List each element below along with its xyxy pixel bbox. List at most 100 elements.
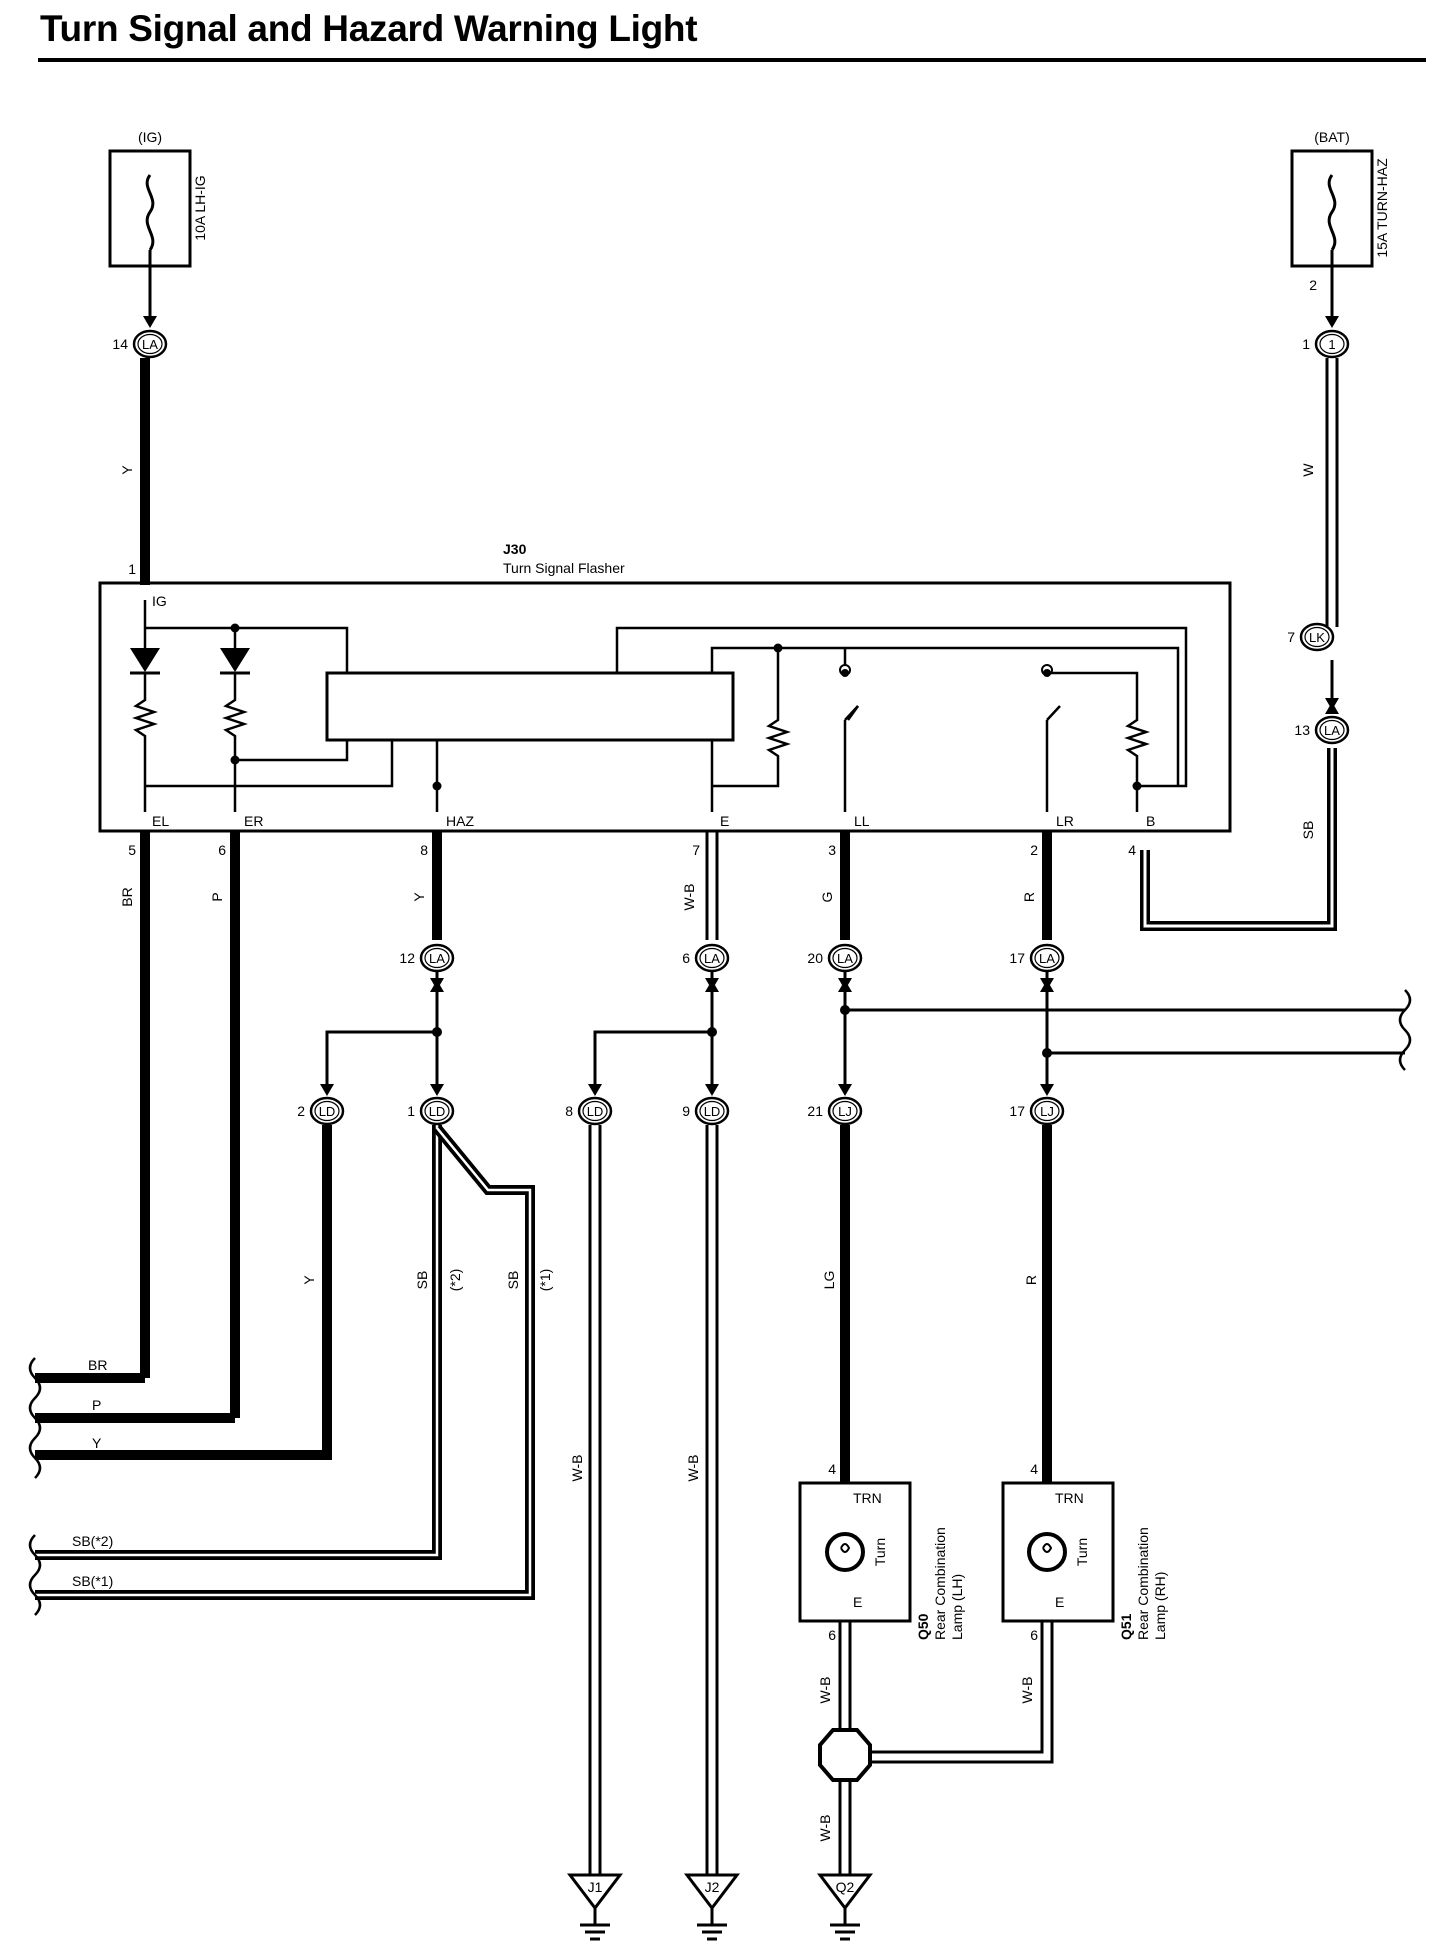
title-rule <box>38 58 1426 62</box>
connector-pin: 8 <box>565 1103 573 1119</box>
wire-label-q51-e: W-B <box>1019 1677 1035 1704</box>
wire-label-ig: Y <box>119 465 135 475</box>
wire-label-er: P <box>209 892 225 901</box>
connector-label: LD <box>704 1104 721 1119</box>
fuse-bat-name: 15A TURN-HAZ <box>1374 158 1390 258</box>
lamp-q51-pin-top: 4 <box>1030 1461 1038 1477</box>
wire-label-ld2: Y <box>301 1275 317 1285</box>
pin-e-label: E <box>720 813 729 829</box>
connector-label: LD <box>429 1104 446 1119</box>
lamp-q50-term-top: TRN <box>853 1490 882 1506</box>
pin-ll-num: 3 <box>828 842 836 858</box>
ground-j2 <box>683 1873 741 1941</box>
offpage-br: BR <box>88 1357 107 1373</box>
pin-ll-label: LL <box>854 813 870 829</box>
connector-label: LK <box>1309 630 1325 645</box>
pin-lr-num: 2 <box>1030 842 1038 858</box>
connector-ld-2: LD2 <box>297 1096 345 1126</box>
connector-lj-21: LJ 21 <box>807 1096 863 1126</box>
pin-e-num: 7 <box>692 842 700 858</box>
flasher-code: J30 <box>503 541 527 557</box>
flasher-name: Turn Signal Flasher <box>503 560 625 576</box>
wire-label-ld1-1-note: (*1) <box>537 1269 553 1292</box>
pin-haz-num: 8 <box>420 842 428 858</box>
fuse-bat-source: (BAT) <box>1314 129 1350 145</box>
connector-label: LA <box>1324 723 1340 738</box>
wire-label-ld1-2-note: (*2) <box>447 1269 463 1292</box>
fuse-ig-element <box>145 174 155 251</box>
connector-label: LD <box>319 1104 336 1119</box>
connector-1-1: 11 <box>1302 329 1350 359</box>
connector-ld-1: LD1 <box>407 1096 455 1126</box>
arrow-ig <box>143 316 157 328</box>
offpage-p: P <box>92 1397 101 1413</box>
connector-label: LJ <box>1040 1104 1054 1119</box>
connector-la-14: LA 14 <box>112 329 168 359</box>
wire-label-el: BR <box>119 887 135 906</box>
fuse-bat-element <box>1327 174 1337 251</box>
wire-ld1-1 <box>35 1124 535 1600</box>
connector-la-6: LA6 <box>682 943 730 973</box>
connector-pin: 1 <box>1302 336 1310 352</box>
connector-pin: 20 <box>807 950 823 966</box>
page-title: Turn Signal and Hazard Warning Light <box>40 8 698 49</box>
wire-label-ld8: W-B <box>569 1455 585 1482</box>
connector-label: LD <box>587 1104 604 1119</box>
connector-la-20: LA 20 <box>807 943 863 973</box>
wire-label-q2: W-B <box>817 1815 833 1842</box>
lamp-q51-pin-bottom: 6 <box>1030 1627 1038 1643</box>
lamp-q51-term-bottom: E <box>1055 1594 1064 1610</box>
wire-label-lj21: LG <box>821 1271 837 1290</box>
pin-b-num: 4 <box>1128 842 1136 858</box>
connector-ld-9: LD 9 <box>682 1096 730 1126</box>
connector-lk-7: LK7 <box>1287 622 1335 652</box>
connector-pin: 12 <box>399 950 415 966</box>
pin-haz-label: HAZ <box>446 813 474 829</box>
flasher-box <box>98 581 1232 833</box>
connector-label: LA <box>704 951 720 966</box>
offpage-y: Y <box>92 1435 102 1451</box>
connector-pin: 14 <box>112 336 128 352</box>
pin-el-label: EL <box>152 813 169 829</box>
pin-er-label: ER <box>244 813 263 829</box>
offpage-sb2: SB(*2) <box>72 1533 113 1549</box>
pin-lr-label: LR <box>1056 813 1074 829</box>
pin-er-num: 6 <box>218 842 226 858</box>
connector-pin: 9 <box>682 1103 690 1119</box>
connector-lj-17: LJ 17 <box>1009 1096 1065 1126</box>
wire-label-haz: Y <box>411 892 427 902</box>
connector-label: LA <box>142 337 158 352</box>
connector-label: LJ <box>838 1104 852 1119</box>
connector-pin: 21 <box>807 1103 823 1119</box>
wire-label-bat: W <box>1300 463 1316 477</box>
connector-label: LA <box>837 951 853 966</box>
wire-label-q50-e: W-B <box>817 1677 833 1704</box>
connector-pin: 17 <box>1009 1103 1025 1119</box>
pin-el-num: 5 <box>128 842 136 858</box>
lamp-q51-term-top: TRN <box>1055 1490 1084 1506</box>
lamp-q51-side: Lamp (RH) <box>1152 1572 1168 1640</box>
lamp-q51-box <box>1001 1481 1115 1623</box>
ground-q2 <box>816 1873 874 1941</box>
lamp-q51-code: Q51 <box>1118 1613 1134 1640</box>
lamp-q50-term-bottom: E <box>853 1594 862 1610</box>
lamp-q50-bulb: Turn <box>872 1538 888 1566</box>
ground-splice <box>818 1728 872 1782</box>
pin-ig-label: IG <box>152 593 167 609</box>
connector-label: LA <box>1039 951 1055 966</box>
wire-label-e: W-B <box>681 884 697 911</box>
offpage-sb1: SB(*1) <box>72 1573 113 1589</box>
pin-ig-num: 1 <box>128 561 136 577</box>
lamp-q51-bulb: Turn <box>1074 1538 1090 1566</box>
fuse-bat-pin: 2 <box>1309 277 1317 293</box>
ground-j1-label: J1 <box>588 1879 603 1895</box>
lamp-q50-code: Q50 <box>915 1613 931 1640</box>
wire-label-ll: G <box>819 892 835 903</box>
flasher-ic <box>325 671 735 742</box>
lamp-q50-side: Lamp (LH) <box>949 1574 965 1640</box>
ground-j2-label: J2 <box>705 1879 720 1895</box>
fuse-ig-name: 10A LH-IG <box>192 175 208 240</box>
